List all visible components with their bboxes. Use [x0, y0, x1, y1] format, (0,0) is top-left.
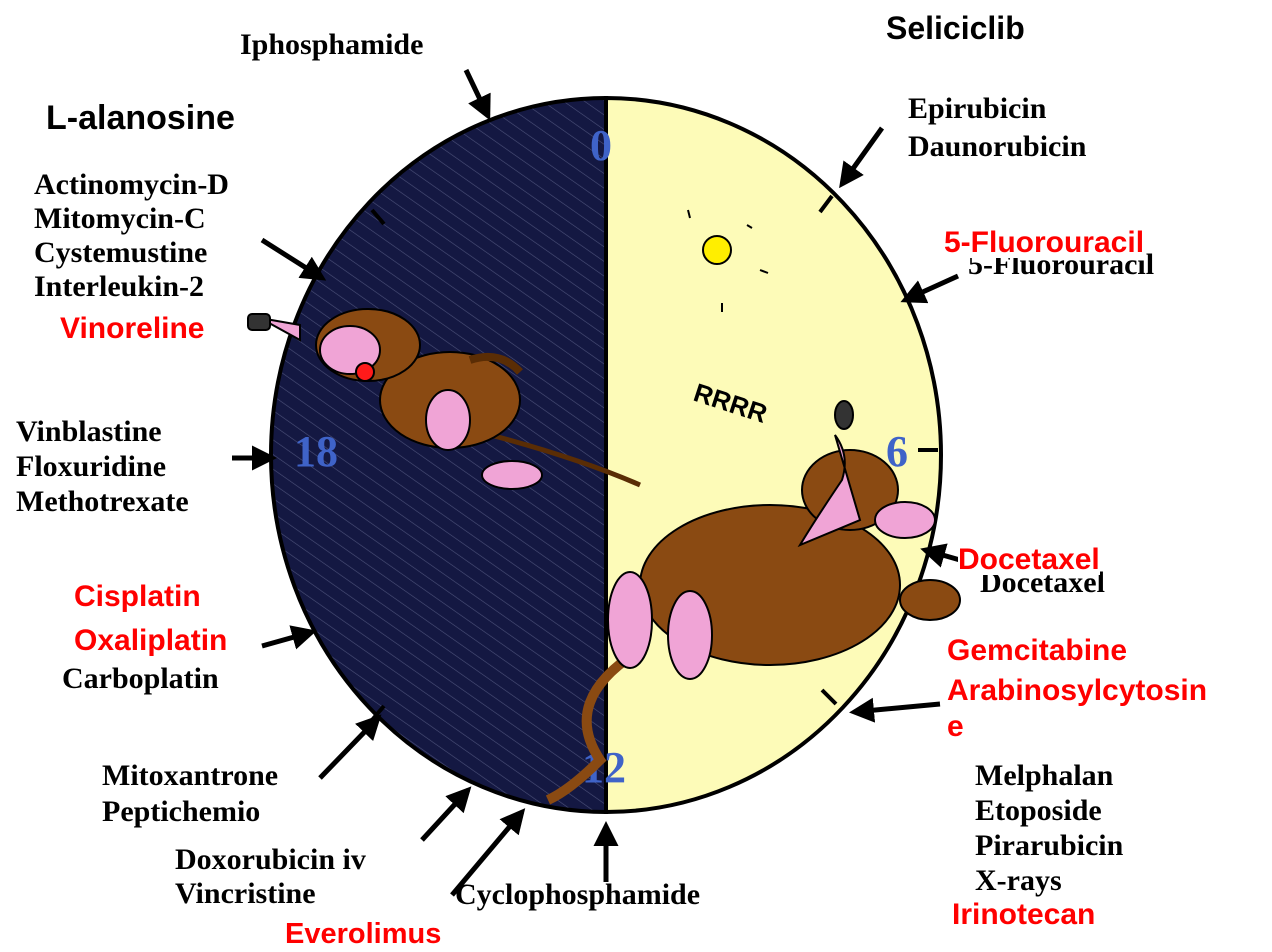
label-cyclophosphamide: Cyclophosphamide: [455, 880, 700, 910]
label-x-rays: X-rays: [975, 863, 1123, 898]
label-epirubicin: Epirubicin: [908, 90, 1086, 128]
label-mitomycin-c: Mitomycin-C: [34, 202, 229, 236]
label-everolimus: Everolimus: [285, 920, 441, 949]
label-iphosphamide: Iphosphamide: [240, 30, 423, 60]
label-melphalan: Melphalan: [975, 758, 1123, 793]
label-actinomycin-group: Actinomycin-D Mitomycin-C Cystemustine I…: [34, 168, 229, 304]
label-gemcitabine: Gemcitabine: [947, 636, 1127, 666]
label-carboplatin: Carboplatin: [62, 664, 219, 694]
label-arabinosylcytosine: Arabinosylcytosin e: [947, 673, 1207, 745]
label-mitoxantrone-group: Mitoxantrone Peptichemio: [102, 758, 278, 830]
label-vincristine: Vincristine: [175, 877, 366, 911]
label-seliciclib: Seliciclib: [886, 12, 1025, 44]
hour-0: 0: [590, 121, 612, 170]
label-peptichemio: Peptichemio: [102, 794, 278, 830]
label-etoposide: Etoposide: [975, 793, 1123, 828]
label-arabinosylcytosine-line1: Arabinosylcytosin: [947, 673, 1207, 709]
label-docetaxel: Docetaxel: [958, 545, 1100, 575]
label-oxaliplatin: Oxaliplatin: [74, 619, 227, 663]
label-5-fluorouracil: 5-Fluorouracil: [944, 228, 1144, 258]
label-floxuridine: Floxuridine: [16, 449, 189, 484]
label-platinum-group: Cisplatin Oxaliplatin: [74, 575, 235, 663]
label-epirubicin-group: Epirubicin Daunorubicin: [908, 90, 1086, 166]
label-vinblastine: Vinblastine: [16, 414, 189, 449]
label-methotrexate: Methotrexate: [16, 484, 189, 519]
label-daunorubicin: Daunorubicin: [908, 128, 1086, 166]
label-vinblastine-group: Vinblastine Floxuridine Methotrexate: [16, 414, 189, 519]
label-vinoreline: Vinoreline: [56, 312, 211, 348]
label-actinomycin-d: Actinomycin-D: [34, 168, 229, 202]
label-doxorubicin: Doxorubicin iv: [175, 843, 366, 877]
label-pirarubicin: Pirarubicin: [975, 828, 1123, 863]
label-interleukin-2: Interleukin-2: [34, 270, 229, 304]
label-l-alanosine: L-alanosine: [46, 101, 235, 135]
label-melphalan-group: Melphalan Etoposide Pirarubicin X-rays: [975, 758, 1123, 898]
label-irinotecan: Irinotecan: [952, 900, 1095, 930]
hour-18: 18: [294, 427, 338, 476]
label-cisplatin: Cisplatin: [74, 575, 227, 619]
label-doxorubicin-group: Doxorubicin iv Vincristine: [175, 843, 366, 911]
label-cystemustine: Cystemustine: [34, 236, 229, 270]
label-mitoxantrone: Mitoxantrone: [102, 758, 278, 794]
label-arabinosylcytosine-line2: e: [947, 709, 1207, 745]
